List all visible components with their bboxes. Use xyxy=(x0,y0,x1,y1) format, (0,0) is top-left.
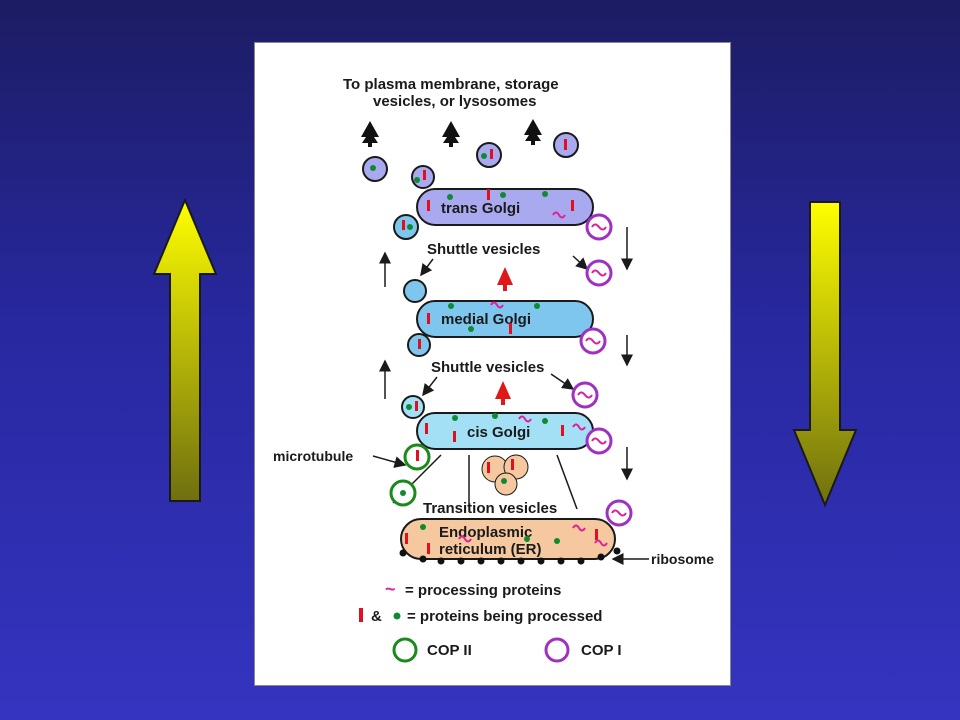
medial-golgi: medial Golgi xyxy=(416,300,594,338)
legend-processing-text: = processing proteins xyxy=(405,582,561,599)
ribosomes xyxy=(399,547,621,565)
released-vesicles xyxy=(362,132,579,189)
legend-processed-text: = proteins being processed xyxy=(407,608,602,625)
diagram-panel: To plasma membrane, storage vesicles, or… xyxy=(254,42,731,686)
endoplasmic-reticulum: Endoplasmic reticulum (ER) xyxy=(400,518,616,560)
right-down-arrow xyxy=(792,201,858,508)
ribosome-label: ribosome xyxy=(651,551,714,567)
exit-arrows xyxy=(361,119,542,147)
er-label-line2: reticulum (ER) xyxy=(439,541,542,558)
trans-golgi: trans Golgi xyxy=(416,188,594,226)
shuttle-label-lower: Shuttle vesicles xyxy=(431,359,544,376)
shuttle-label-upper: Shuttle vesicles xyxy=(427,241,540,258)
golgi-diagram: To plasma membrane, storage vesicles, or… xyxy=(273,76,714,663)
legend-cop2-label: COP II xyxy=(427,642,472,659)
microtubule-label: microtubule xyxy=(273,448,353,464)
top-label-line1: To plasma membrane, storage xyxy=(343,76,559,93)
left-up-arrow xyxy=(152,198,218,502)
transition-vesicle-cluster xyxy=(481,454,529,496)
er-label-line1: Endoplasmic xyxy=(439,524,532,541)
legend-tilde-symbol: ~ xyxy=(385,579,396,599)
legend: ~ = processing proteins & = proteins bei… xyxy=(359,579,622,663)
cis-golgi: cis Golgi xyxy=(416,412,594,450)
medial-golgi-label: medial Golgi xyxy=(441,311,531,328)
legend-cop1-label: COP I xyxy=(581,642,622,659)
legend-amp: & xyxy=(371,608,382,625)
cis-golgi-label: cis Golgi xyxy=(467,424,530,441)
transition-label: Transition vesicles xyxy=(423,500,557,517)
top-label-line2: vesicles, or lysosomes xyxy=(373,93,536,110)
trans-golgi-label: trans Golgi xyxy=(441,200,520,217)
